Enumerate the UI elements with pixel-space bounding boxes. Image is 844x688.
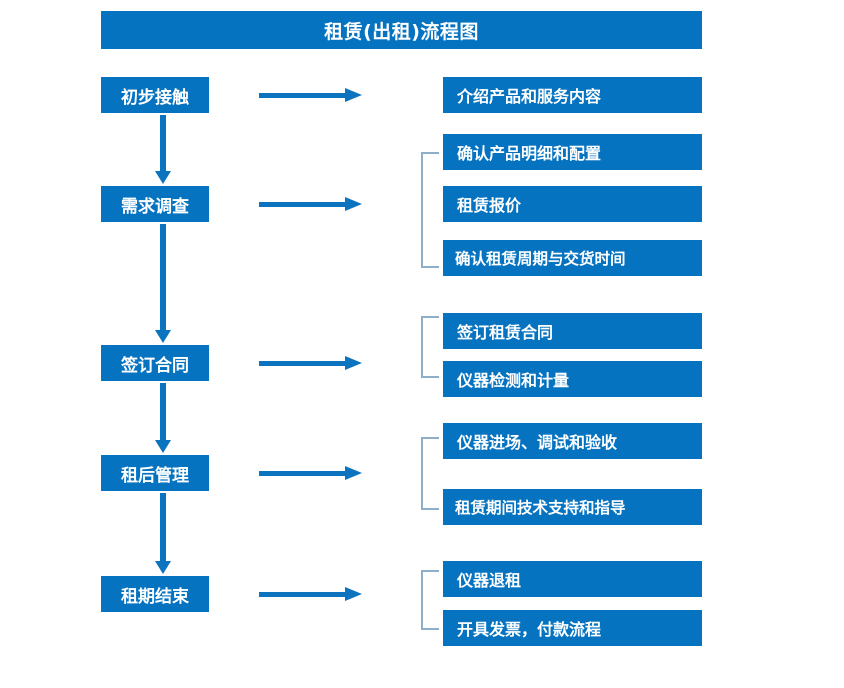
- horizontal-arrow-3: [259, 355, 365, 371]
- group-bracket-requirements: [421, 152, 439, 268]
- detail-box-7[interactable]: 仪器进场、调试和验收: [443, 423, 702, 459]
- detail-box-3[interactable]: 租赁报价: [443, 186, 702, 222]
- stage-box-2[interactable]: 需求调查: [101, 186, 209, 222]
- stage-box-4[interactable]: 租后管理: [101, 455, 209, 491]
- group-bracket-closing: [421, 570, 439, 630]
- horizontal-arrow-5: [259, 586, 365, 602]
- vertical-arrow-2: [155, 224, 171, 343]
- horizontal-arrow-2: [259, 196, 365, 212]
- detail-box-5[interactable]: 签订租赁合同: [443, 313, 702, 349]
- stage-box-3[interactable]: 签订合同: [101, 345, 209, 381]
- horizontal-arrow-1: [259, 87, 365, 103]
- detail-box-6[interactable]: 仪器检测和计量: [443, 361, 702, 397]
- stage-box-1[interactable]: 初步接触: [101, 77, 209, 113]
- vertical-arrow-1: [155, 115, 171, 184]
- detail-box-9[interactable]: 仪器退租: [443, 561, 702, 597]
- page-title: 租赁(出租)流程图: [101, 11, 702, 49]
- detail-box-1[interactable]: 介绍产品和服务内容: [443, 77, 702, 113]
- detail-box-8[interactable]: 租赁期间技术支持和指导: [443, 489, 702, 525]
- detail-box-4[interactable]: 确认租赁周期与交货时间: [443, 240, 702, 276]
- vertical-arrow-4: [155, 493, 171, 574]
- group-bracket-contract: [421, 316, 439, 378]
- detail-box-10[interactable]: 开具发票，付款流程: [443, 610, 702, 646]
- detail-box-2[interactable]: 确认产品明细和配置: [443, 134, 702, 170]
- group-bracket-management: [421, 437, 439, 510]
- stage-box-5[interactable]: 租期结束: [101, 576, 209, 612]
- vertical-arrow-3: [155, 383, 171, 453]
- horizontal-arrow-4: [259, 465, 365, 481]
